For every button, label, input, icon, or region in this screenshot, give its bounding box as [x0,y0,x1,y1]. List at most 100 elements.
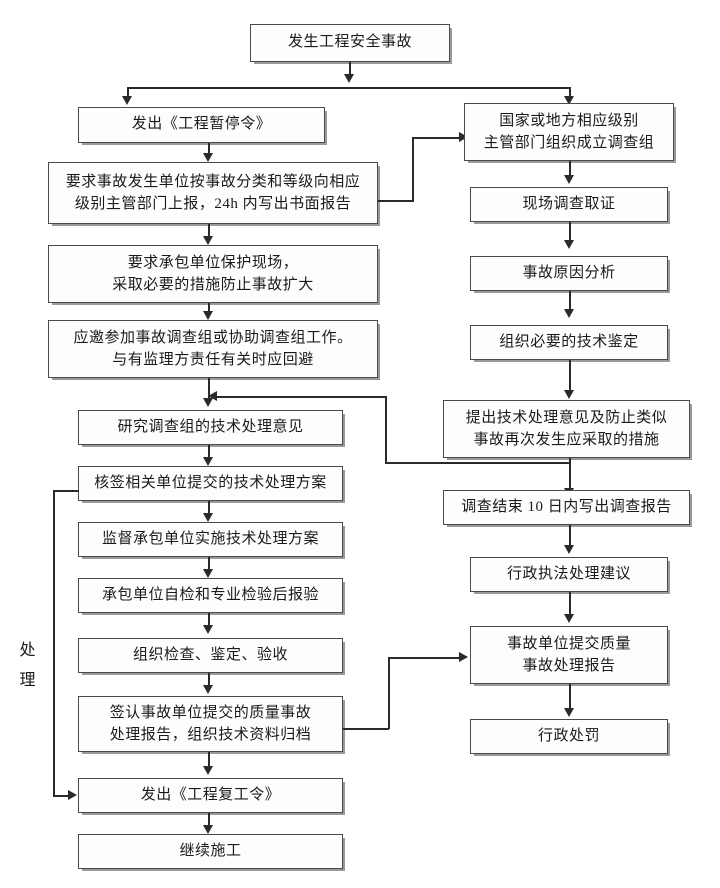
node-left-7[interactable]: 监督承包单位实施技术处理方案 [78,522,343,557]
arrowhead-r8-r9 [564,708,574,717]
connector-loop-left-top [53,490,79,492]
node-start[interactable]: 发生工程安全事故 [250,24,450,62]
node-left-2-label: 要求事故发生单位按事故分类和等级向相应 级别主管部门上报，24h 内写出书面报告 [65,173,361,213]
connector-r6-r7 [569,525,571,547]
connector-feedback-r5-h1 [385,462,569,464]
node-left-7-label: 监督承包单位实施技术处理方案 [101,530,319,547]
node-right-8-label: 事故单位提交质量 事故处理报告 [506,635,631,675]
node-left-5-label: 研究调查组的技术处理意见 [117,418,304,435]
connector-l11-l12 [208,813,210,827]
connector-r5-r6 [569,458,571,490]
connector-loop-left-bottom [53,795,70,797]
connector-l2-l3 [208,224,210,238]
node-left-6-label: 核签相关单位提交的技术处理方案 [94,474,327,491]
node-left-3[interactable]: 要求承包单位保护现场， 采取必要的措施防止事故扩大 [48,245,378,303]
arrowhead-r7-r8 [564,614,574,623]
connector-r8-r9 [569,684,571,710]
node-right-2-label: 现场调查取证 [522,195,616,212]
connector-feedback-r5-h2 [216,396,386,398]
side-label-char-2: 理 [19,672,37,690]
connector-split-left [127,87,129,98]
connector-l9-l10 [208,673,210,687]
node-left-9-label: 组织检查、鉴定、验收 [132,646,288,663]
node-left-8[interactable]: 承包单位自检和专业检验后报验 [78,578,343,613]
node-left-12-label: 继续施工 [179,842,242,859]
connector-l10-l11 [208,752,210,768]
connector-l10-r8-h1 [343,728,389,730]
arrowhead-l2-r1 [459,132,468,142]
node-right-5-label: 提出技术处理意见及防止类似 事故再次发生应采取的措施 [465,409,668,449]
arrowhead-l9-l10 [203,685,213,694]
node-left-12[interactable]: 继续施工 [78,834,343,869]
connector-r4-r5 [569,360,571,392]
node-right-7[interactable]: 行政执法处理建议 [470,557,668,592]
arrowhead-l7-l8 [203,569,213,578]
node-right-9[interactable]: 行政处罚 [470,719,668,754]
node-right-4[interactable]: 组织必要的技术鉴定 [470,325,668,360]
node-right-7-label: 行政执法处理建议 [506,565,631,582]
arrowhead-l10-r8 [459,652,468,662]
node-left-4-label: 应邀参加事故调查组或协助调查组工作。 与有监理方责任有关时应回避 [73,329,353,369]
connector-l2-r1-v [412,137,414,201]
arrowhead-r1-r2 [564,175,574,184]
node-right-3-label: 事故原因分析 [522,264,616,281]
arrowhead-l6-l7 [203,513,213,522]
connector-l4-l5 [208,378,210,400]
node-right-5[interactable]: 提出技术处理意见及防止类似 事故再次发生应采取的措施 [443,400,690,458]
node-left-10[interactable]: 签认事故单位提交的质量事故 处理报告，组织技术资料归档 [78,696,343,752]
node-start-label: 发生工程安全事故 [287,34,412,51]
connector-l6-l7 [208,501,210,515]
arrowhead-start-down [344,74,354,83]
arrowhead-r4-r5 [564,390,574,399]
node-right-6-label: 调查结束 10 日内写出调查报告 [461,498,672,515]
side-label-processing: 处 理 [16,636,40,697]
node-left-4[interactable]: 应邀参加事故调查组或协助调查组工作。 与有监理方责任有关时应回避 [48,320,378,378]
node-right-6[interactable]: 调查结束 10 日内写出调查报告 [443,490,690,525]
connector-split-bar [127,87,570,89]
node-right-8[interactable]: 事故单位提交质量 事故处理报告 [470,626,668,684]
arrowhead-r2-r3 [564,240,574,249]
connector-start-down [349,62,351,76]
arrowhead-split-right [564,96,574,105]
node-left-9[interactable]: 组织检查、鉴定、验收 [78,638,343,673]
connector-loop-left-v [53,490,55,796]
arrowhead-r6-r7 [564,545,574,554]
connector-r2-r3 [569,222,571,242]
connector-feedback-r5-v [385,396,387,463]
node-left-11-label: 发出《工程复工令》 [140,786,281,803]
node-left-10-label: 签认事故单位提交的质量事故 处理报告，组织技术资料归档 [109,704,312,744]
node-left-1[interactable]: 发出《工程暂停令》 [78,107,325,143]
connector-l2-r1-h1 [378,200,414,202]
connector-l3-l4 [208,303,210,313]
node-left-2[interactable]: 要求事故发生单位按事故分类和等级向相应 级别主管部门上报，24h 内写出书面报告 [48,162,378,224]
node-right-3[interactable]: 事故原因分析 [470,256,668,291]
arrowhead-l2-l3 [203,236,213,245]
connector-l8-l9 [208,613,210,627]
arrowhead-split-left [122,96,132,105]
connector-l1-l2 [208,143,210,155]
node-left-6[interactable]: 核签相关单位提交的技术处理方案 [78,466,343,501]
node-left-5[interactable]: 研究调查组的技术处理意见 [78,410,343,445]
side-label-char-1: 处 [19,642,37,659]
arrowhead-l4-l5 [203,398,213,407]
arrowhead-l3-l4 [203,311,213,320]
connector-l10-r8-v [388,657,390,729]
node-left-8-label: 承包单位自检和专业检验后报验 [101,586,319,603]
connector-r7-r8 [569,592,571,616]
arrowhead-loop-left [68,790,77,800]
node-right-2[interactable]: 现场调查取证 [470,187,668,222]
arrowhead-l1-l2 [203,153,213,162]
node-right-1-label: 国家或地方相应级别 主管部门组织成立调查组 [483,112,655,152]
arrowhead-feedback-r5 [208,391,217,401]
node-right-1[interactable]: 国家或地方相应级别 主管部门组织成立调查组 [464,103,674,161]
arrowhead-l8-l9 [203,625,213,634]
connector-r3-r4 [569,291,571,311]
node-right-9-label: 行政处罚 [537,727,600,744]
connector-l5-l6 [208,445,210,459]
node-left-1-label: 发出《工程暂停令》 [131,116,272,133]
connector-r1-r2 [569,161,571,177]
arrowhead-r3-r4 [564,309,574,318]
arrowhead-l10-l11 [203,766,213,775]
node-left-11[interactable]: 发出《工程复工令》 [78,778,343,813]
